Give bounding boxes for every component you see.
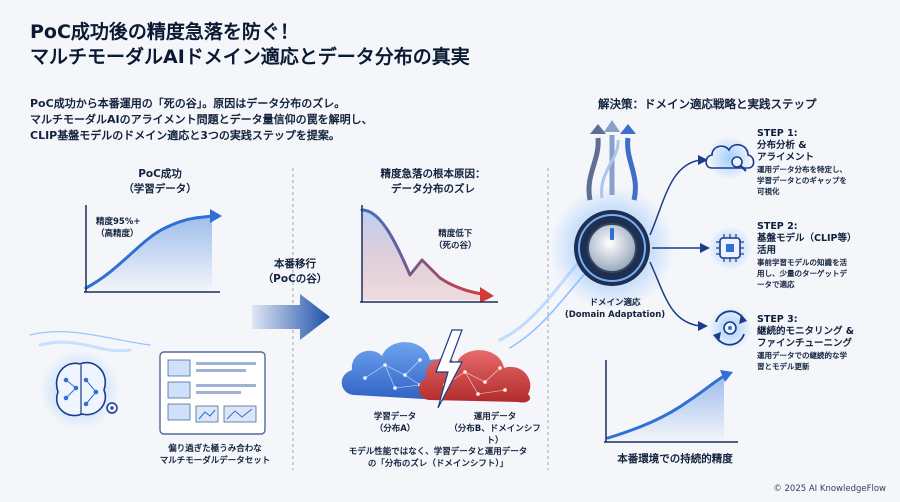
training-data-line-2: （分布A）: [374, 424, 416, 434]
step-2-title-line-1: 基盤モデル（CLIP等）: [757, 233, 857, 244]
transition-arrow: [252, 294, 330, 340]
title-line-1: PoC成功後の精度急落を防ぐ！: [30, 21, 299, 43]
transition-line-2: （PoCの谷）: [262, 273, 328, 285]
poc-accuracy-line-1: 精度95%+: [96, 217, 141, 227]
step-3-desc-line-1: 運用データでの継続的な学: [757, 351, 847, 360]
poc-success-heading: PoC成功 （学習データ）: [105, 167, 215, 197]
page-title: PoC成功後の精度急落を防ぐ！ マルチモーダルAIドメイン適応とデータ分布の真実: [30, 20, 470, 70]
root-cause-line-2: データ分布のズレ: [391, 183, 475, 195]
step-2-title-line-2: 活用: [757, 245, 777, 256]
poc-heading-line-2: （学習データ）: [123, 183, 197, 195]
sustained-accuracy-label: 本番環境での持続的精度: [617, 453, 733, 465]
root-cause-note: モデル性能ではなく、学習データと運用データ の「分布のズレ（ドメインシフト）」: [328, 446, 548, 470]
intro-text: PoC成功から本番運用の「死の谷」。原因はデータ分布のズレ。 マルチモーダルAI…: [30, 96, 373, 144]
step-2-desc-line-2: 用し、少量のターゲットデ: [757, 269, 847, 278]
step-3-title-line-1: 継続的モニタリング &: [757, 326, 855, 337]
transition-line-1: 本番移行: [274, 258, 316, 270]
intro-line-1: PoC成功から本番運用の「死の谷」。原因はデータ分布のズレ。: [30, 97, 346, 110]
sustained-accuracy-chart: [604, 360, 738, 443]
operational-data-cloud: [418, 350, 531, 403]
step-arrows: [649, 155, 710, 331]
step-2-desc-line-3: ータで適応: [757, 280, 795, 289]
training-data-label: 学習データ （分布A）: [360, 411, 430, 435]
transition-label: 本番移行 （PoCの谷）: [250, 257, 340, 287]
cloud-search-icon: [705, 136, 755, 180]
solution-heading: 解決策：ドメイン適応戦略と実践ステップ: [598, 97, 817, 111]
poc-accuracy-label: 精度95%+ （高精度）: [96, 216, 140, 240]
cycle-gear-icon: [708, 306, 752, 350]
operational-data-label: 運用データ （分布B、ドメインシフト）: [445, 411, 545, 447]
root-cause-line-1: 精度急落の根本原因：: [380, 168, 486, 180]
dataset-caption: 偏り過ぎた極うみ合わな マルチモーダルデータセット: [145, 443, 285, 467]
step-1-desc-line-1: 運用データ分布を特定し、: [757, 165, 847, 174]
domain-adaptation-dial: [550, 120, 674, 310]
poc-heading-line-1: PoC成功: [138, 168, 182, 180]
poc-success-chart: [84, 205, 222, 293]
root-cause-note-line-2: の「分布のズレ（ドメインシフト）」: [367, 459, 509, 469]
title-line-2: マルチモーダルAIドメイン適応とデータ分布の真実: [30, 46, 470, 68]
step-2: STEP 2: 基盤モデル（CLIP等） 活用 事前学習モデルの知識を活 用し、…: [757, 221, 897, 290]
domain-adaptation-line-1: ドメイン適応: [589, 298, 641, 308]
lightning-bolt-icon: [435, 329, 463, 409]
root-cause-note-line-1: モデル性能ではなく、学習データと運用データ: [348, 447, 528, 457]
copyright-footer: © 2025 AI KnowledgeFlow: [773, 484, 886, 494]
training-data-line-1: 学習データ: [373, 412, 417, 422]
intro-line-3: CLIP基盤モデルのドメイン適応と3つの実践ステップを提案。: [30, 129, 340, 142]
step-1-label: STEP 1:: [757, 128, 798, 139]
step-1: STEP 1: 分布分析 & アライメント 運用データ分布を特定し、 学習データ…: [757, 128, 897, 197]
step-1-desc-line-2: 学習データとのギャップを: [757, 176, 847, 185]
step-1-desc-line-3: 可視化: [757, 187, 780, 196]
dataset-caption-line-1: 偏り過ぎた極うみ合わな: [168, 444, 262, 454]
step-1-title-line-2: アライメント: [757, 152, 815, 163]
step-1-title-line-1: 分布分析 &: [757, 140, 807, 151]
brain-icon: [40, 350, 120, 430]
operational-data-line-1: 運用データ: [473, 412, 517, 422]
domain-adaptation-line-2: (Domain Adaptation): [564, 310, 666, 320]
step-3-label: STEP 3:: [757, 314, 798, 325]
step-3: STEP 3: 継続的モニタリング & ファインチューニング 運用データでの継続…: [757, 314, 897, 372]
accuracy-drop-label: 精度低下 （死の谷）: [434, 228, 477, 252]
dataset-panel: [159, 351, 266, 435]
chip-icon: [708, 226, 752, 270]
step-2-desc-line-1: 事前学習モデルの知識を活: [757, 258, 847, 267]
poc-accuracy-line-2: （高精度）: [96, 229, 139, 239]
step-3-desc-line-2: 習とモデル更新: [757, 362, 810, 371]
accuracy-drop-line-2: （死の谷）: [434, 241, 477, 251]
domain-adaptation-label: ドメイン適応 (Domain Adaptation): [560, 297, 670, 321]
dataset-caption-line-2: マルチモーダルデータセット: [159, 456, 271, 466]
step-3-title-line-2: ファインチューニング: [757, 338, 853, 349]
accuracy-drop-line-1: 精度低下: [438, 229, 473, 239]
operational-data-line-2: （分布B、ドメインシフト）: [449, 424, 541, 446]
step-2-label: STEP 2:: [757, 221, 798, 232]
accuracy-drop-chart: [360, 205, 498, 303]
root-cause-heading: 精度急落の根本原因： データ分布のズレ: [358, 167, 508, 197]
intro-line-2: マルチモーダルAIのアライメント問題とデータ量信仰の罠を解明し、: [30, 113, 373, 126]
